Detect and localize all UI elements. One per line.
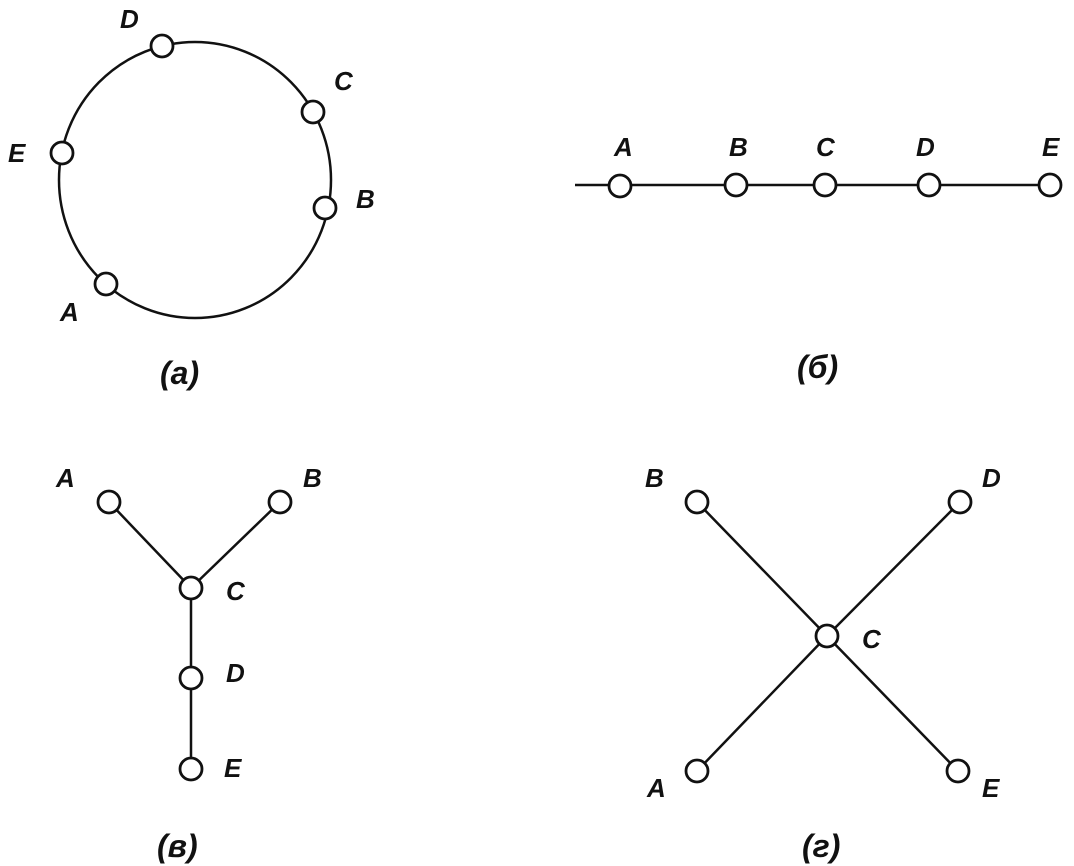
- bus-node-a: [607, 173, 633, 199]
- tree-topology-panel: A B C D E (в): [55, 463, 322, 864]
- ring-label-c: C: [334, 66, 354, 96]
- bus-label-a: A: [613, 132, 633, 162]
- star-node-d: [947, 489, 973, 515]
- star-label-e: E: [982, 773, 1000, 803]
- tree-node-d: [178, 665, 204, 691]
- bus-label-c: C: [816, 132, 836, 162]
- ring-topology-panel: D C E B A (а): [8, 4, 375, 391]
- tree-label-e: E: [224, 753, 242, 783]
- ring-node-d: [149, 33, 175, 59]
- tree-node-e: [178, 756, 204, 782]
- star-node-e: [945, 758, 971, 784]
- star-label-b: B: [645, 463, 664, 493]
- star-caption: (г): [802, 828, 840, 864]
- ring-edge: [57, 40, 333, 320]
- bus-node-e: [1037, 172, 1063, 198]
- tree-node-b: [267, 489, 293, 515]
- ring-label-e: E: [8, 138, 26, 168]
- bus-label-d: D: [916, 132, 935, 162]
- star-label-d: D: [982, 463, 1001, 493]
- bus-label-e: E: [1042, 132, 1060, 162]
- ring-node-c: [300, 99, 326, 125]
- tree-label-a: A: [55, 463, 75, 493]
- tree-node-c: [178, 575, 204, 601]
- bus-node-b: [723, 172, 749, 198]
- star-edge-b-c: [696, 501, 828, 637]
- star-node-a: [684, 758, 710, 784]
- bus-node-c: [812, 172, 838, 198]
- tree-edge-a-c: [108, 501, 192, 589]
- star-edge-a-c: [696, 635, 828, 772]
- tree-caption: (в): [157, 828, 198, 864]
- bus-label-b: B: [729, 132, 748, 162]
- star-edge-e-c: [826, 635, 959, 772]
- ring-label-a: A: [59, 297, 79, 327]
- ring-label-b: B: [356, 184, 375, 214]
- bus-node-d: [916, 172, 942, 198]
- bus-topology-panel: A B C D E (б): [575, 132, 1063, 385]
- star-label-a: A: [646, 773, 666, 803]
- ring-caption: (а): [160, 355, 199, 391]
- star-node-b: [684, 489, 710, 515]
- tree-label-b: B: [303, 463, 322, 493]
- tree-label-c: C: [226, 576, 246, 606]
- ring-node-a: [93, 271, 119, 297]
- bus-caption: (б): [797, 349, 838, 385]
- star-node-c: [814, 623, 840, 649]
- star-label-c: C: [862, 624, 882, 654]
- tree-node-a: [96, 489, 122, 515]
- tree-label-d: D: [226, 658, 245, 688]
- tree-edge-b-c: [190, 501, 281, 589]
- ring-node-b: [312, 195, 338, 221]
- star-topology-panel: B D C A E (г): [645, 463, 1001, 864]
- ring-label-d: D: [120, 4, 139, 34]
- star-edge-d-c: [826, 501, 961, 637]
- ring-node-e: [49, 140, 75, 166]
